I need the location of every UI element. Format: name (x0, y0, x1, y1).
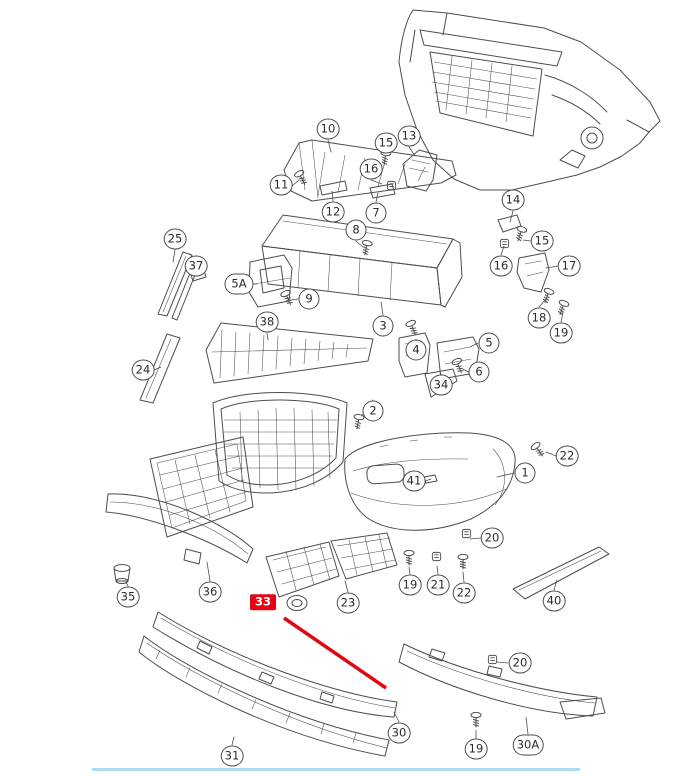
callout-38[interactable]: 38 (255, 311, 279, 333)
bumper-cover-1 (344, 432, 516, 531)
highlighted-callout-33[interactable]: 33 (249, 594, 277, 610)
leader-lines (125, 139, 564, 746)
callout-13[interactable]: 13 (397, 125, 421, 147)
lower-grilles-23 (265, 532, 398, 611)
center-grille (212, 392, 348, 494)
callout-25[interactable]: 25 (163, 228, 187, 250)
callout-35[interactable]: 35 (116, 586, 140, 608)
callout-5[interactable]: 5 (478, 332, 500, 354)
highlight-arrow (283, 616, 387, 690)
callout-34[interactable]: 34 (429, 374, 453, 396)
bracket-17 (516, 252, 550, 293)
callout-37[interactable]: 37 (184, 255, 208, 277)
callout-20[interactable]: 20 (508, 652, 532, 674)
callout-17[interactable]: 17 (557, 255, 581, 277)
callout-31[interactable]: 31 (220, 745, 244, 767)
callout-40[interactable]: 40 (542, 590, 566, 612)
callout-3[interactable]: 3 (372, 315, 394, 337)
callout-41[interactable]: 41 (402, 470, 426, 492)
callout-10[interactable]: 10 (316, 118, 340, 140)
callout-36[interactable]: 36 (198, 581, 222, 603)
trim-strip-36 (105, 493, 254, 565)
callout-19[interactable]: 19 (398, 574, 422, 596)
callout-5A[interactable]: 5A (224, 273, 254, 295)
bracket-12 (319, 180, 348, 196)
callout-19[interactable]: 19 (464, 738, 488, 760)
callout-30A[interactable]: 30A (512, 734, 544, 756)
callout-1[interactable]: 1 (514, 462, 536, 484)
left-grille (149, 436, 254, 538)
buffer-35 (113, 564, 131, 584)
bracket-7 (369, 183, 396, 199)
callout-12[interactable]: 12 (321, 201, 345, 223)
bottom-scroll-divider (92, 768, 580, 771)
callout-23[interactable]: 23 (336, 592, 360, 614)
callout-8[interactable]: 8 (345, 219, 367, 241)
bracket-34 (424, 368, 458, 398)
callout-11[interactable]: 11 (269, 174, 293, 196)
callout-19[interactable]: 19 (549, 322, 573, 344)
strip-40 (512, 546, 610, 600)
bracket-5 (436, 336, 480, 380)
callout-15[interactable]: 15 (530, 230, 554, 252)
callout-15[interactable]: 15 (374, 132, 398, 154)
callout-6[interactable]: 6 (468, 361, 490, 383)
callout-22[interactable]: 22 (452, 582, 476, 604)
spoiler-31 (138, 635, 390, 757)
spoiler-30A (398, 643, 606, 720)
absorber-38 (205, 322, 374, 384)
callout-22[interactable]: 22 (555, 445, 579, 467)
callout-16[interactable]: 16 (489, 255, 513, 277)
callout-7[interactable]: 7 (365, 202, 387, 224)
spoiler-30 (152, 611, 398, 718)
callout-18[interactable]: 18 (527, 307, 551, 329)
callout-16[interactable]: 16 (359, 158, 383, 180)
callout-14[interactable]: 14 (501, 189, 525, 211)
callout-2[interactable]: 2 (362, 400, 384, 422)
callout-24[interactable]: 24 (131, 359, 155, 381)
bracket-13 (402, 149, 438, 192)
callout-20[interactable]: 20 (480, 527, 504, 549)
callout-21[interactable]: 21 (426, 574, 450, 596)
callout-30[interactable]: 30 (387, 722, 411, 744)
callout-9[interactable]: 9 (298, 288, 320, 310)
callout-4[interactable]: 4 (405, 339, 427, 361)
